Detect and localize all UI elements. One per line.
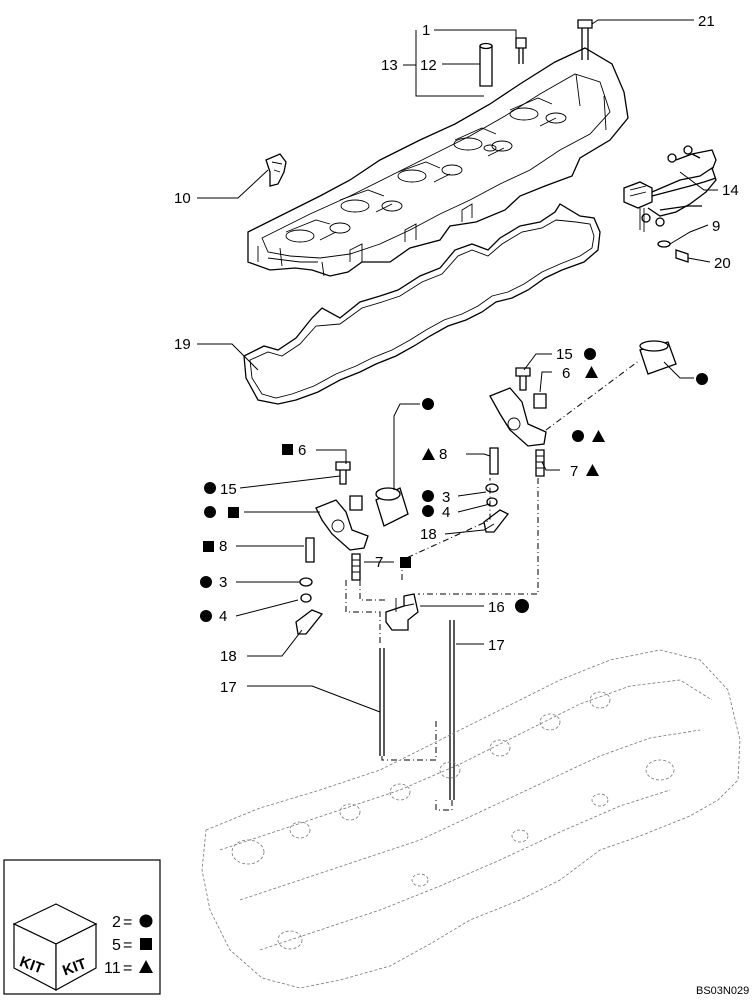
circle-symbol: [422, 490, 434, 502]
callout-7-lower: 7: [375, 554, 383, 571]
valve-cover: [247, 19, 629, 277]
callout-15-lower: 15: [220, 481, 237, 498]
legend-number-11: 11: [104, 960, 121, 977]
cylinder-head-ghost: [201, 649, 741, 989]
legend-circle-symbol: [139, 914, 153, 928]
leader-lines: [197, 19, 718, 713]
circle-symbol: [422, 505, 434, 517]
callout-3-lower: 3: [219, 574, 227, 591]
callout-labels: 1 21 13 12 10 14 9 20 19 15 6 8 7 6 15 3…: [174, 13, 739, 696]
clip-part-10: [265, 153, 287, 187]
legend-triangle-symbol: [139, 960, 153, 973]
kit-legend: KIT KIT 2 = 5 = 11 =: [3, 859, 161, 995]
callout-1: 1: [422, 22, 430, 39]
circle-symbol: [204, 506, 216, 518]
triangle-symbol: [592, 430, 605, 442]
callout-8-upper: 8: [439, 446, 447, 463]
square-symbol: [400, 557, 411, 568]
legend-equals-5: =: [123, 937, 132, 954]
callout-21: 21: [698, 13, 715, 30]
callout-12: 12: [420, 57, 437, 74]
kit-box-icon: KIT KIT: [12, 903, 98, 992]
callout-4-upper: 4: [442, 504, 450, 521]
callout-4-lower: 4: [219, 608, 227, 625]
callout-6-lower: 6: [298, 442, 306, 459]
circle-symbol: [204, 482, 216, 494]
legend-equals-2: =: [123, 914, 132, 931]
circle-symbol: [200, 610, 212, 622]
circle-symbol: [696, 373, 708, 385]
harness-part-14: [623, 145, 717, 263]
legend-number-2: 2: [112, 914, 121, 931]
legend-equals-11: =: [123, 960, 132, 977]
callout-17-right: 17: [488, 637, 505, 654]
square-symbol: [282, 444, 293, 455]
callout-19: 19: [174, 336, 191, 353]
legend-number-5: 5: [112, 937, 121, 954]
callout-3-upper: 3: [442, 489, 450, 506]
callout-15-upper: 15: [556, 346, 573, 363]
callout-18-upper: 18: [420, 526, 437, 543]
rocker-assembly: [295, 340, 677, 811]
circle-symbol: [422, 398, 434, 410]
reference-code: BS03N029: [696, 985, 749, 997]
circle-symbol: [515, 599, 529, 613]
callout-13: 13: [381, 57, 398, 74]
callout-17-left: 17: [220, 679, 237, 696]
callout-7-upper: 7: [570, 463, 578, 480]
triangle-symbol: [422, 448, 435, 460]
callout-10: 10: [174, 190, 191, 207]
square-symbol: [228, 507, 239, 518]
callout-14: 14: [722, 182, 739, 199]
callout-16: 16: [488, 599, 505, 616]
triangle-symbol: [585, 366, 598, 378]
callout-8-lower: 8: [219, 538, 227, 555]
circle-symbol: [572, 430, 584, 442]
circle-symbol: [584, 348, 596, 360]
square-symbol: [203, 541, 214, 552]
circle-symbol: [200, 576, 212, 588]
legend-square-symbol: [140, 938, 152, 950]
callout-kit-symbols: [200, 348, 708, 622]
triangle-symbol: [586, 464, 599, 476]
callout-20: 20: [714, 255, 731, 272]
valve-cover-gasket: [243, 203, 601, 405]
callout-9: 9: [712, 218, 720, 235]
callout-18-lower: 18: [220, 648, 237, 665]
callout-6-upper: 6: [562, 365, 570, 382]
